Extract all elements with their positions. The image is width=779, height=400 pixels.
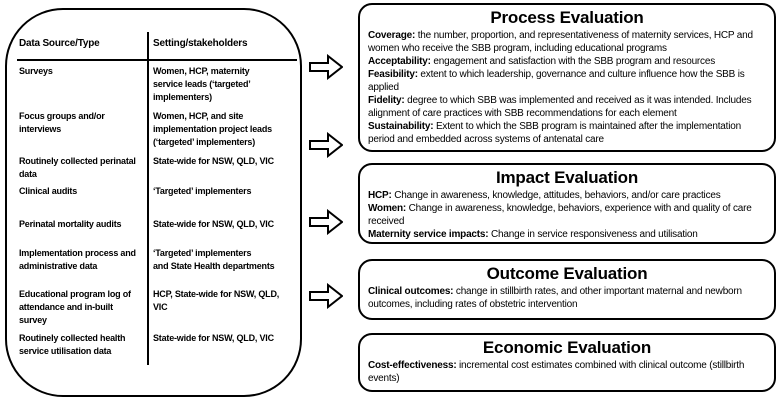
column-header-setting: Setting/stakeholders (153, 38, 248, 49)
data-source-cell: Routinely collected perinatal data (19, 156, 136, 179)
item-term: Cost-effectiveness: (368, 360, 457, 371)
outcome-evaluation-box: Outcome Evaluation Clinical outcomes: ch… (358, 259, 776, 320)
evaluation-item: Feasibility: extent to which leadership,… (368, 68, 766, 94)
setting-cell: HCP, State-wide for NSW, QLD, VIC (153, 289, 280, 312)
setting-cell: Women, HCP, and site implementation proj… (153, 111, 272, 147)
box-title: Process Evaluation (490, 8, 644, 27)
column-divider-line (147, 32, 149, 365)
box-body: Clinical outcomes: change in stillbirth … (360, 284, 774, 311)
evaluation-item: Coverage: the number, proportion, and re… (368, 29, 766, 55)
data-source-cell: Implementation process and administrativ… (19, 248, 136, 271)
data-source-cell: Focus groups and/or interviews (19, 111, 105, 134)
column-header-data-source: Data Source/Type (19, 38, 100, 49)
data-sources-panel: Data Source/Type Setting/stakeholders Su… (5, 8, 302, 397)
item-term: Sustainability: (368, 121, 434, 132)
setting-cell: State-wide for NSW, QLD, VIC (153, 156, 274, 166)
item-desc: Extent to which the SBB program is maint… (368, 121, 741, 145)
setting-cell: State-wide for NSW, QLD, VIC (153, 219, 274, 229)
impact-evaluation-box: Impact Evaluation HCP: Change in awarene… (358, 163, 776, 244)
setting-cell: State-wide for NSW, QLD, VIC (153, 333, 274, 343)
process-evaluation-box: Process Evaluation Coverage: the number,… (358, 3, 776, 152)
setting-cell: Women, HCP, maternity service leads (‘ta… (153, 66, 251, 102)
box-title: Outcome Evaluation (486, 264, 648, 283)
item-desc: Change in awareness, knowledge, behavior… (368, 203, 752, 227)
evaluation-item: Women: Change in awareness, knowledge, b… (368, 202, 766, 228)
box-title: Impact Evaluation (495, 168, 639, 187)
box-title: Economic Evaluation (482, 338, 652, 357)
item-desc: degree to which SBB was implemented and … (368, 95, 752, 119)
right-arrow-icon (309, 132, 343, 158)
item-term: Acceptability: (368, 56, 431, 67)
item-term: Maternity service impacts: (368, 229, 489, 240)
item-desc: engagement and satisfaction with the SBB… (430, 56, 716, 67)
evaluation-item: Sustainability: Extent to which the SBB … (368, 120, 766, 146)
item-desc: the number, proportion, and representati… (368, 30, 753, 54)
box-body: HCP: Change in awareness, knowledge, att… (360, 188, 774, 241)
item-term: Women: (368, 203, 407, 214)
evaluation-item: Cost-effectiveness: incremental cost est… (368, 359, 766, 385)
economic-evaluation-box: Economic Evaluation Cost-effectiveness: … (358, 333, 776, 392)
data-source-cell: Routinely collected health service utili… (19, 333, 126, 356)
evaluation-item: Fidelity: degree to which SBB was implem… (368, 94, 766, 120)
right-arrow-icon (309, 209, 343, 235)
evaluation-item: Acceptability: engagement and satisfacti… (368, 55, 766, 68)
data-source-cell: Surveys (19, 66, 53, 76)
data-source-cell: Perinatal mortality audits (19, 219, 122, 229)
box-body: Coverage: the number, proportion, and re… (360, 28, 774, 146)
item-term: Clinical outcomes: (368, 286, 454, 297)
header-underline (17, 59, 297, 61)
setting-cell: ‘Targeted’ implementers and State Health… (153, 248, 275, 271)
item-term: Coverage: (368, 30, 416, 41)
item-desc: extent to which leadership, governance a… (368, 69, 745, 93)
item-desc: Change in awareness, knowledge, attitude… (391, 190, 721, 201)
right-arrow-icon (309, 54, 343, 80)
setting-cell: ‘Targeted’ implementers (153, 186, 252, 196)
data-source-cell: Educational program log of attendance an… (19, 289, 131, 325)
item-term: HCP: (368, 190, 392, 201)
right-arrow-icon (309, 283, 343, 309)
box-body: Cost-effectiveness: incremental cost est… (360, 358, 774, 385)
item-desc: change in stillbirth rates, and other im… (368, 286, 742, 310)
data-source-cell: Clinical audits (19, 186, 78, 196)
evaluation-item: Maternity service impacts: Change in ser… (368, 228, 766, 241)
item-term: Fidelity: (368, 95, 405, 106)
evaluation-item: Clinical outcomes: change in stillbirth … (368, 285, 766, 311)
item-desc: Change in service responsiveness and uti… (488, 229, 698, 240)
evaluation-item: HCP: Change in awareness, knowledge, att… (368, 189, 766, 202)
item-desc: incremental cost estimates combined with… (368, 360, 745, 384)
item-term: Feasibility: (368, 69, 418, 80)
